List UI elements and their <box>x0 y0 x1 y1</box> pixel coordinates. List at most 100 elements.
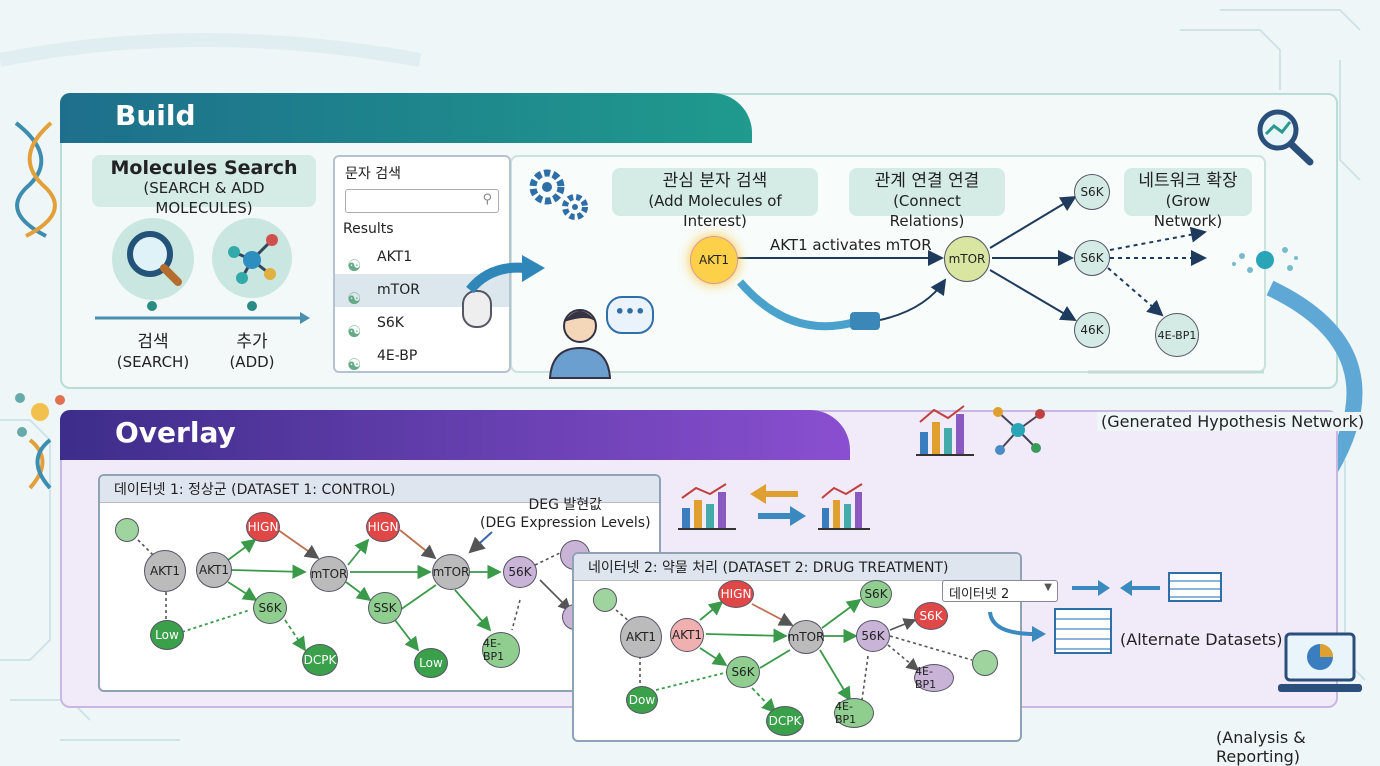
analysis-reporting-label: (Analysis & Reporting) <box>1216 728 1306 766</box>
result-label: 4E-BP <box>377 348 418 364</box>
ds1-node-akt1b[interactable]: AKT1 <box>196 552 232 588</box>
user-avatar-icon <box>546 300 614 380</box>
node-4e-bp1[interactable]: 4E-BP1 <box>1155 313 1199 357</box>
ds1-node-low2[interactable]: Low <box>414 648 448 678</box>
search-ko: 검색 <box>137 332 169 352</box>
step2-en: (Connect Relations) <box>889 192 965 230</box>
ds1-node-mtor2[interactable]: mTOR <box>432 554 470 590</box>
ds1-node-ssk[interactable]: SSK <box>368 592 402 624</box>
swap-arrows-icon[interactable] <box>748 482 808 528</box>
ds2-node-s6k-red[interactable]: S6K <box>914 602 948 630</box>
ds1-node-dcpk[interactable]: DCPK <box>302 644 338 676</box>
ds2-node-s6k-top[interactable]: S6K <box>860 580 892 608</box>
step3-en: (Grow Network) <box>1153 192 1223 230</box>
result-label: AKT1 <box>377 249 413 265</box>
step1-en: (Add Molecules of Interest) <box>648 192 782 230</box>
molecule-icon-left <box>10 390 70 490</box>
search-input-icon: ⚲ <box>482 192 492 207</box>
step2-ko: 관계 연결 연결 <box>874 171 980 191</box>
alternate-datasets-label: (Alternate Datasets) <box>1120 630 1283 649</box>
deg-label: DEG 발현값 (DEG Expression Levels) <box>480 496 651 532</box>
result-label: S6K <box>377 315 404 331</box>
add-molecule-icon[interactable] <box>212 218 292 298</box>
ds1-node-mtor1[interactable]: mTOR <box>310 556 348 592</box>
table-icon-small <box>1168 572 1222 602</box>
step3-ko: 네트워크 확장 <box>1138 171 1238 191</box>
analysis-search-icon <box>1250 104 1320 168</box>
ds2-node-56k[interactable]: 56K <box>856 620 890 652</box>
dataset-select-value: 데이터넷 2 <box>949 587 1010 602</box>
add-step-label: 추가 (ADD) <box>212 332 292 372</box>
dna-icon <box>6 118 76 238</box>
ds2-node-mtor[interactable]: mTOR <box>788 620 824 654</box>
add-ko: 추가 <box>236 332 268 352</box>
build-title: Build <box>115 99 196 132</box>
molecules-search-tag: Molecules Search (SEARCH & ADD MOLECULES… <box>92 155 316 217</box>
deg-en: (DEG Expression Levels) <box>480 515 651 531</box>
search-input[interactable]: ⚲ <box>345 189 499 213</box>
ds1-node-56k[interactable]: 56K <box>503 556 537 588</box>
ds2-node-hign[interactable]: HIGN <box>718 580 754 608</box>
chat-bubble-icon: ••• <box>606 296 654 334</box>
ds1-node-empty[interactable] <box>115 518 139 542</box>
overlay-title: Overlay <box>115 416 236 449</box>
network-icon <box>986 402 1050 458</box>
overlay-header: Overlay <box>60 410 850 460</box>
dataset-2-title: 네이터넷 2: 약물 처리 (DATASET 2: DRUG TREATMENT… <box>574 554 1020 581</box>
ds2-node-s6k-mid[interactable]: S6K <box>726 656 760 688</box>
step-connect-relations: 관계 연결 연결 (Connect Relations) <box>849 168 1005 230</box>
mouse-icon <box>462 290 492 328</box>
generated-network-label: (Generated Hypothesis Network) <box>1097 412 1369 431</box>
build-header: Build <box>60 93 752 143</box>
molecules-search-subtitle: (SEARCH & ADD MOLECULES) <box>143 179 265 217</box>
deg-ko: DEG 발현값 <box>528 497 603 513</box>
panel-header: 문자 검색 <box>345 166 401 182</box>
laptop-report-icon <box>1278 632 1362 702</box>
ds1-node-hign2[interactable]: HIGN <box>366 512 400 542</box>
ds2-node-dcpk[interactable]: DCPK <box>766 706 804 736</box>
molecule-search-panel: 문자 검색 ⚲ Results ☯ AKT1 ☯ mTOR ☯S6K ☯ 4E-BP <box>333 155 511 373</box>
node-mtor[interactable]: mTOR <box>944 236 990 282</box>
dataset-select-dropdown[interactable]: 데이터넷 2 ▼ <box>942 580 1058 602</box>
node-s6k-top[interactable]: S6K <box>1074 174 1110 210</box>
ds2-node-4e-bp1-a[interactable]: 4E-BP1 <box>834 698 874 728</box>
edge-label: AKT1 activates mTOR <box>770 236 932 254</box>
ds2-node-4e-bp1-b[interactable]: 4E-BP1 <box>914 664 954 692</box>
node-46k[interactable]: 46K <box>1074 312 1110 348</box>
search-en: (SEARCH) <box>116 353 190 371</box>
molecule-icon: ☯ <box>347 355 362 373</box>
compare-chart-icon-left <box>676 482 738 532</box>
ds1-node-4e-bp1[interactable]: 4E-BP1 <box>482 632 520 668</box>
node-s6k-mid[interactable]: S6K <box>1074 240 1110 276</box>
ds1-node-hign1[interactable]: HIGN <box>246 512 280 542</box>
step-grow-network: 네트워크 확장 (Grow Network) <box>1124 168 1252 230</box>
table-icon-large <box>1054 608 1112 654</box>
molecule-icon: ☯ <box>347 256 362 275</box>
ds2-node-akt1b[interactable]: AKT1 <box>670 618 704 652</box>
ds2-node-extra[interactable] <box>972 650 998 676</box>
ds1-node-low1[interactable]: Low <box>150 620 184 650</box>
result-item[interactable]: ☯S6K <box>335 307 509 341</box>
node-akt1[interactable]: AKT1 <box>690 236 738 284</box>
search-step-label: 검색 (SEARCH) <box>112 332 194 372</box>
search-icon[interactable] <box>112 218 194 300</box>
step-add-molecules: 관심 분자 검색 (Add Molecules of Interest) <box>612 168 818 230</box>
compare-chart-icon-right <box>816 482 872 532</box>
ds2-node-empty[interactable] <box>593 588 617 612</box>
chart-icon <box>914 402 976 458</box>
results-label: Results <box>343 221 394 237</box>
ds2-node-akt1a[interactable]: AKT1 <box>620 616 662 658</box>
chevron-down-icon: ▼ <box>1044 582 1052 593</box>
result-item[interactable]: ☯ AKT1 <box>335 241 509 275</box>
result-label: mTOR <box>377 282 420 298</box>
network-node-icon <box>1230 240 1300 280</box>
molecule-icon: ☯ <box>347 289 362 308</box>
ds2-node-dow[interactable]: Dow <box>626 686 658 714</box>
ds1-node-s6k[interactable]: S6K <box>253 592 287 624</box>
gears-icon <box>525 165 595 225</box>
add-en: (ADD) <box>229 353 275 371</box>
result-item[interactable]: ☯ 4E-BP <box>335 340 509 373</box>
step1-ko: 관심 분자 검색 <box>662 171 768 191</box>
ds1-node-akt1a[interactable]: AKT1 <box>144 550 186 592</box>
molecules-search-title: Molecules Search <box>110 157 298 179</box>
